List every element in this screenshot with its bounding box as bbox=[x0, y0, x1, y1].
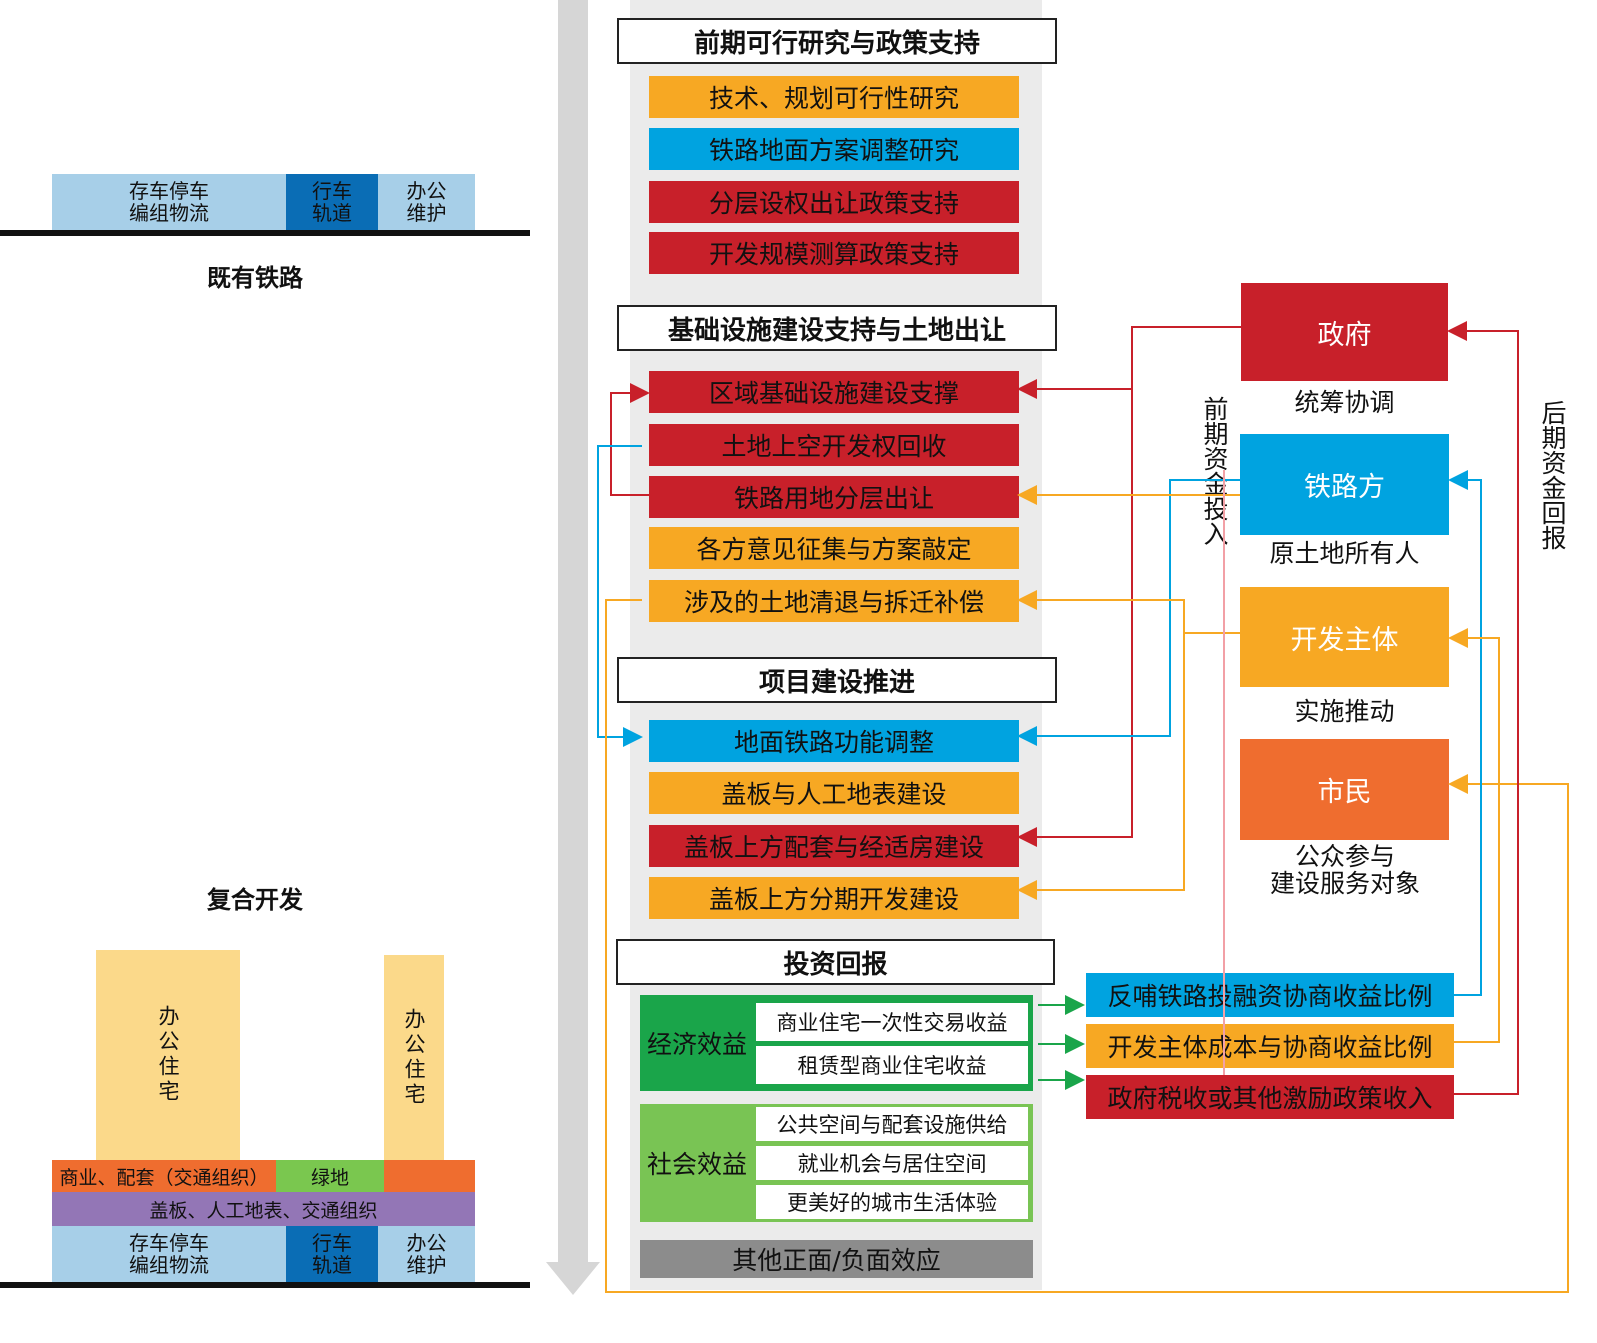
stakeholder-developer: 开发主体 bbox=[1240, 587, 1449, 687]
s1-row-1: 技术、规划可行性研究 bbox=[649, 76, 1019, 118]
return-developer: 开发主体成本与协商收益比例 bbox=[1086, 1024, 1454, 1068]
s3-row-1: 地面铁路功能调整 bbox=[649, 720, 1019, 762]
economic-item-1: 商业住宅一次性交易收益 bbox=[756, 1003, 1028, 1041]
stakeholder-government-role: 统筹协调 bbox=[1294, 388, 1395, 417]
s1-row-2: 铁路地面方案调整研究 bbox=[649, 128, 1019, 170]
tower-right: 办公住宅 bbox=[384, 955, 444, 1160]
existing-ground-line bbox=[0, 230, 530, 236]
return-government: 政府税收或其他激励政策收入 bbox=[1086, 1075, 1454, 1119]
section-1-title: 前期可行研究与政策支持 bbox=[617, 18, 1057, 64]
deck-label: 盖板、人工地表、交通组织 bbox=[149, 1199, 378, 1222]
existing-storage-block: 存车停车 编组物流 bbox=[52, 174, 286, 230]
commerce-band: 商业、配套（交通组织） bbox=[52, 1160, 276, 1192]
green-band: 绿地 bbox=[276, 1160, 384, 1192]
section-4-title: 投资回报 bbox=[616, 939, 1055, 985]
green-label: 绿地 bbox=[310, 1166, 349, 1189]
s3-row-4: 盖板上方分期开发建设 bbox=[649, 877, 1019, 919]
section-2-title: 基础设施建设支持与土地出让 bbox=[617, 305, 1057, 351]
commerce-label: 商业、配套（交通组织） bbox=[59, 1166, 269, 1189]
complex-office-block: 办公 维护 bbox=[378, 1226, 475, 1282]
s1-row-4: 开发规模测算政策支持 bbox=[649, 232, 1019, 274]
s1-row-3: 分层设权出让政策支持 bbox=[649, 181, 1019, 223]
other-effects-bar: 其他正面/负面效应 bbox=[640, 1240, 1033, 1278]
complex-ground-line bbox=[0, 1282, 530, 1288]
complex-storage-label: 存车停车 编组物流 bbox=[129, 1231, 209, 1277]
s2-row-2: 土地上空开发权回收 bbox=[649, 424, 1019, 466]
stakeholder-railway-role: 原土地所有人 bbox=[1269, 539, 1420, 568]
s2-row-5: 涉及的土地清退与拆迁补偿 bbox=[649, 580, 1019, 622]
timeline-arrow bbox=[546, 0, 600, 1295]
s3-row-2: 盖板与人工地表建设 bbox=[649, 772, 1019, 814]
late-return-label: 后期资金回报 bbox=[1538, 400, 1567, 550]
complex-storage-block: 存车停车 编组物流 bbox=[52, 1226, 286, 1282]
existing-caption: 既有铁路 bbox=[207, 263, 303, 292]
social-item-2: 就业机会与居住空间 bbox=[756, 1146, 1028, 1180]
s3-row-3: 盖板上方配套与经适房建设 bbox=[649, 825, 1019, 867]
social-item-1: 公共空间与配套设施供给 bbox=[756, 1107, 1028, 1141]
deck-band: 盖板、人工地表、交通组织 bbox=[52, 1192, 475, 1226]
s2-row-1: 区域基础设施建设支撑 bbox=[649, 371, 1019, 413]
stakeholder-citizen: 市民 bbox=[1240, 739, 1449, 840]
complex-caption: 复合开发 bbox=[207, 885, 303, 914]
existing-office-block: 办公 维护 bbox=[378, 174, 475, 230]
stakeholder-citizen-role: 公众参与 建设服务对象 bbox=[1269, 842, 1420, 898]
complex-track-block: 行车 轨道 bbox=[286, 1226, 378, 1282]
complex-track-label: 行车 轨道 bbox=[312, 1231, 352, 1277]
economic-label: 经济效益 bbox=[646, 1030, 747, 1059]
section-3-title: 项目建设推进 bbox=[617, 657, 1057, 703]
s2-row-3: 铁路用地分层出让 bbox=[649, 476, 1019, 518]
economic-item-2: 租赁型商业住宅收益 bbox=[756, 1046, 1028, 1084]
stakeholder-developer-role: 实施推动 bbox=[1294, 697, 1395, 726]
tower-left: 办公住宅 bbox=[96, 950, 240, 1160]
stakeholder-government: 政府 bbox=[1241, 283, 1448, 381]
return-railway: 反哺铁路投融资协商收益比例 bbox=[1086, 973, 1454, 1017]
commerce-band-right bbox=[384, 1160, 475, 1192]
early-funding-label: 前期资金投入 bbox=[1200, 396, 1229, 546]
existing-track-block: 行车 轨道 bbox=[286, 174, 378, 230]
stakeholder-railway: 铁路方 bbox=[1240, 434, 1449, 535]
existing-track-label: 行车 轨道 bbox=[312, 179, 352, 225]
existing-storage-label: 存车停车 编组物流 bbox=[129, 179, 209, 225]
complex-office-label: 办公 维护 bbox=[406, 1231, 447, 1277]
existing-office-label: 办公 维护 bbox=[406, 179, 447, 225]
tower-left-label: 办公住宅 bbox=[156, 1005, 180, 1105]
social-item-3: 更美好的城市生活体验 bbox=[756, 1185, 1028, 1219]
social-label: 社会效益 bbox=[646, 1150, 747, 1179]
s2-row-4: 各方意见征集与方案敲定 bbox=[649, 527, 1019, 569]
tower-right-label: 办公住宅 bbox=[402, 1007, 426, 1108]
